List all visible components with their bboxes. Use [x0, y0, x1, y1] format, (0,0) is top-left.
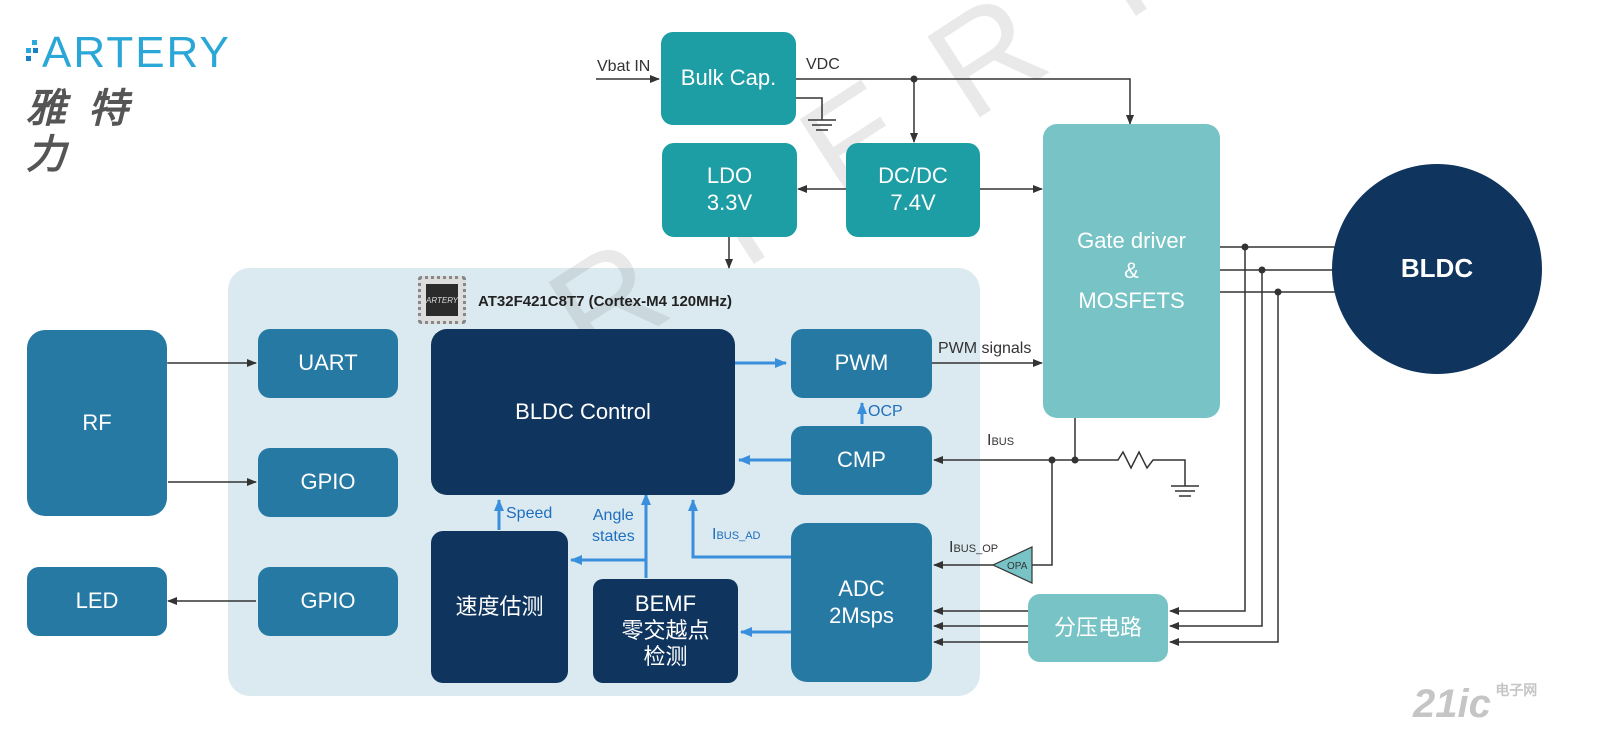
corner-watermark: 21ic 电子网 — [1413, 682, 1538, 726]
opa-label: OPA — [1007, 561, 1028, 572]
voltage-divider-block: 分压电路 — [1028, 594, 1168, 662]
vdc-label: VDC — [806, 56, 840, 73]
ibus-ad-arrow — [688, 499, 792, 559]
ocp-label: OCP — [868, 403, 903, 420]
rf-block: RF — [27, 330, 167, 516]
opa-triangle — [991, 546, 1033, 584]
shunt-resistor — [1110, 450, 1186, 486]
mcu-label: AT32F421C8T7 (Cortex-M4 120MHz) — [478, 293, 732, 310]
pwm-block: PWM — [791, 329, 932, 398]
chip-icon: ARTERY — [418, 276, 466, 324]
artery-logo: ARTERY 雅特力 — [24, 28, 229, 177]
vdc-wire — [796, 78, 1134, 125]
bldc-motor: BLDC — [1332, 164, 1542, 374]
bldc-control-block: BLDC Control — [431, 329, 735, 495]
bulk-cap-ground-wire — [796, 97, 823, 120]
gpio-block-2: GPIO — [258, 567, 398, 636]
gpio-block-1: GPIO — [258, 448, 398, 517]
logo-brand-text: ARTERY — [42, 28, 231, 77]
ibus-op-label: IBUS_OP — [949, 539, 999, 556]
phase-a-drop — [1169, 247, 1246, 615]
ibus-ad-label: IBUS_AD — [712, 526, 761, 543]
speed-estimation-block: 速度估测 — [431, 531, 568, 683]
ground-symbol-shunt — [1171, 485, 1199, 497]
ibus-label: IBUS — [987, 432, 1015, 449]
led-block: LED — [27, 567, 167, 636]
uart-block: UART — [258, 329, 398, 398]
cmp-block: CMP — [791, 426, 932, 495]
pwm-signals-label: PWM signals — [938, 340, 1032, 357]
gate-driver-block: Gate driver&MOSFETS — [1043, 124, 1220, 418]
vbat-in-label: Vbat IN — [597, 58, 651, 75]
opa-input-wire — [1032, 460, 1053, 566]
phase-c-drop — [1169, 292, 1279, 646]
bulk-cap-block: Bulk Cap. — [661, 32, 796, 125]
ground-symbol-bulk — [808, 119, 836, 131]
logo-chinese-text: 雅特力 — [26, 87, 150, 177]
speed-label: Speed — [506, 505, 553, 522]
logo-pixel-mark — [24, 36, 46, 68]
phase-b-drop — [1169, 270, 1263, 630]
